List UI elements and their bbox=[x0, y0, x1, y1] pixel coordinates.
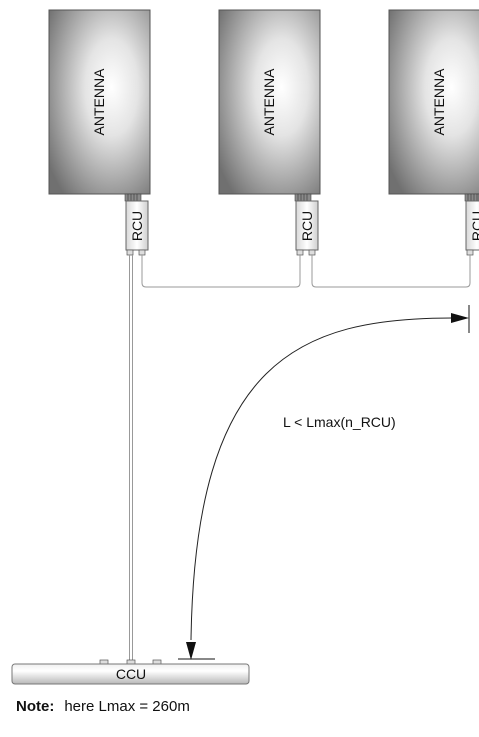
ccu-label: CCU bbox=[116, 666, 146, 682]
rcu-1-label: RCU bbox=[129, 211, 145, 241]
cable-rcu2-to-rcu3 bbox=[311, 255, 471, 288]
rcu-1-port-left bbox=[126, 249, 134, 256]
rcu-2 bbox=[295, 200, 319, 251]
ccu-body bbox=[11, 663, 250, 685]
antenna-1-connector bbox=[124, 193, 142, 202]
ccu-port-2 bbox=[126, 659, 136, 665]
length-label: L < Lmax(n_RCU) bbox=[283, 414, 396, 430]
rcu-2-label: RCU bbox=[299, 211, 315, 241]
note-label: Note: bbox=[16, 698, 55, 715]
arrowhead-bottom bbox=[186, 642, 196, 660]
cable-rcu1-to-ccu bbox=[129, 255, 133, 660]
rcu-1 bbox=[125, 200, 149, 251]
antenna-1-panel bbox=[48, 9, 151, 195]
rcu-3-label: RCU bbox=[469, 211, 479, 241]
note: Note: here Lmax = 260m bbox=[16, 698, 190, 715]
ccu-port-1 bbox=[99, 659, 109, 665]
antenna-3-panel bbox=[388, 9, 479, 195]
note-text: here Lmax = 260m bbox=[64, 698, 190, 715]
length-arc bbox=[190, 317, 453, 641]
cable-rcu1-to-rcu2 bbox=[141, 255, 301, 288]
antenna-2-label: ANTENNA bbox=[261, 68, 277, 136]
antenna-1-label: ANTENNA bbox=[91, 68, 107, 136]
antenna-2-panel bbox=[218, 9, 321, 195]
rcu-1-port-right bbox=[138, 249, 146, 256]
rcu-3 bbox=[465, 200, 479, 251]
arrowhead-top bbox=[451, 313, 469, 323]
antenna-2-connector bbox=[294, 193, 312, 202]
length-indicator: L < Lmax(n_RCU) bbox=[178, 305, 470, 660]
antenna-3-label: ANTENNA bbox=[431, 68, 447, 136]
rcu-2-port-left bbox=[296, 249, 304, 256]
rcu-2-port-right bbox=[308, 249, 316, 256]
ccu-port-3 bbox=[152, 659, 162, 665]
antenna-1: ANTENNA RCU bbox=[48, 9, 151, 256]
antenna-3: ANTENNA RCU bbox=[388, 9, 479, 256]
ccu: CCU bbox=[11, 659, 250, 685]
rcu-3-port-left bbox=[466, 249, 474, 256]
antenna-2: ANTENNA RCU bbox=[218, 9, 321, 256]
